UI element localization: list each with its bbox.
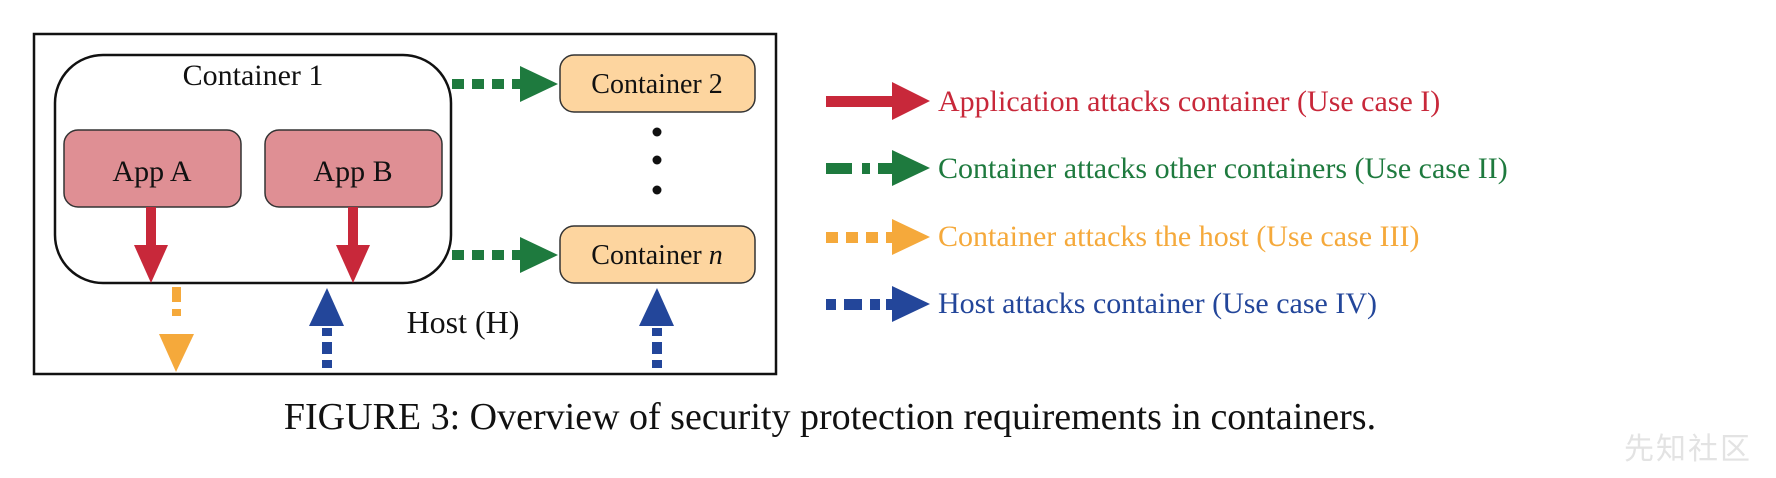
container-n-label: Container n [591,240,722,271]
app-a-attack-arrow [134,207,168,283]
legend-label-use-case-1: Application attacks container (Use case … [938,85,1440,118]
ellipsis-dots [652,127,662,195]
app-b-attack-arrow [336,207,370,283]
legend-label-use-case-2: Container attacks other containers (Use … [938,152,1508,185]
container-1-box [53,53,453,285]
legend-item-use-case-1: Application attacks container (Use case … [826,82,1440,120]
legend-item-use-case-3: Container attacks the host (Use case III… [826,219,1419,255]
host-frame [32,32,778,376]
container-n-label-var: n [709,240,723,271]
host-to-container-arrow-right [639,288,674,368]
legend-item-use-case-2: Container attacks other containers (Use … [826,150,1508,186]
legend-item-use-case-4: Host attacks container (Use case IV) [826,286,1377,322]
container-to-container-2-arrow [452,66,558,102]
app-b-label: App B [313,155,392,188]
container-to-container-n-arrow [452,237,558,273]
container-2-box [559,54,756,113]
watermark: 先知社区 [1624,432,1752,467]
container-n-label-prefix: Container [591,240,708,271]
host-label: Host (H) [407,304,520,340]
container-n-box [559,225,756,284]
legend: Application attacks container (Use case … [826,82,1508,322]
app-a-label: App A [112,155,192,188]
container-to-host-arrow [159,287,194,372]
figure-caption: FIGURE 3: Overview of security protectio… [283,396,1377,438]
architecture-diagram: Container 1 App A App B [32,32,1508,376]
container-1-label: Container 1 [183,59,324,92]
container-2-label: Container 2 [591,69,722,100]
legend-label-use-case-3: Container attacks the host (Use case III… [938,220,1419,253]
host-to-container-arrow-left [309,288,344,368]
legend-label-use-case-4: Host attacks container (Use case IV) [938,287,1377,320]
